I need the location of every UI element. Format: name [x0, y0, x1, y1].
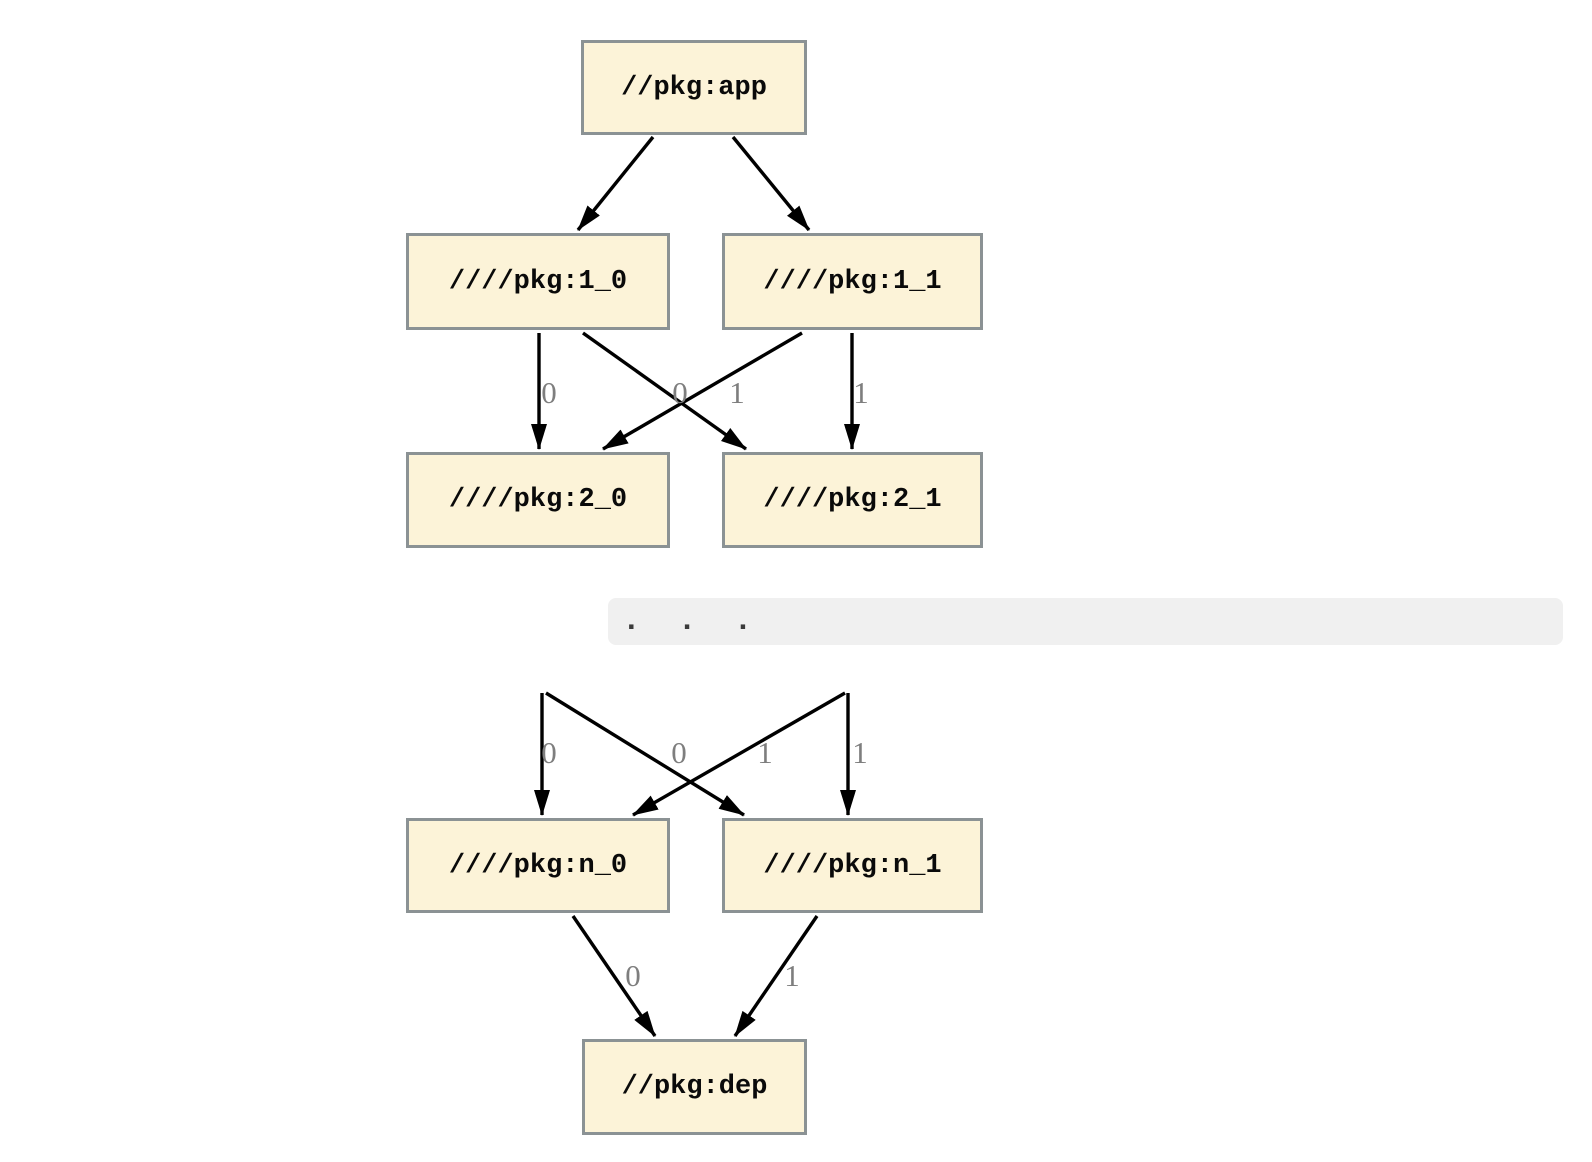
node-pkg-n_0-label: ////pkg:n_0 [448, 850, 628, 881]
edge-left-to-n_1 [545, 691, 745, 817]
edge-label-1_1-2_1: 1 [853, 375, 869, 410]
edge-app-to-1_0 [576, 135, 655, 232]
edge-1_0-to-2_1 [582, 331, 747, 451]
node-pkg-app-label: //pkg:app [621, 72, 767, 103]
edge-label-1_0-2_1: 1 [729, 375, 745, 410]
edge-n_0-to-dep [571, 915, 657, 1037]
edge-label-left-n_0: 0 [541, 735, 557, 770]
node-pkg-2_0: ////pkg:2_0 [406, 452, 670, 548]
ellipsis-text: . . . [622, 604, 753, 639]
edge-label-1_0-2_0: 0 [541, 375, 557, 410]
node-pkg-dep: //pkg:dep [582, 1039, 807, 1135]
node-pkg-2_1: ////pkg:2_1 [722, 452, 983, 548]
node-pkg-2_0-label: ////pkg:2_0 [448, 485, 628, 515]
node-pkg-n_0: ////pkg:n_0 [406, 818, 670, 913]
node-pkg-n_1: ////pkg:n_1 [722, 818, 983, 913]
node-pkg-2_1-label: ////pkg:2_1 [763, 485, 942, 515]
node-pkg-1_1-label: ////pkg:1_1 [763, 266, 942, 297]
edge-label-right-n_1: 1 [852, 735, 868, 770]
edge-label-n_1-dep: 1 [784, 958, 800, 993]
ellipsis-band: . . . [608, 598, 1563, 645]
node-pkg-1_0: ////pkg:1_0 [406, 233, 670, 330]
node-pkg-app: //pkg:app [581, 40, 807, 135]
node-pkg-1_1: ////pkg:1_1 [722, 233, 983, 330]
edge-n_1-to-dep [733, 915, 819, 1037]
edge-label-right-n_0: 0 [671, 735, 687, 770]
node-pkg-1_0-label: ////pkg:1_0 [448, 266, 628, 297]
edge-1_1-to-2_0 [602, 331, 803, 451]
edge-label-left-n_1: 1 [757, 735, 773, 770]
edge-label-n_0-dep: 0 [625, 958, 641, 993]
edge-app-to-1_1 [731, 135, 811, 232]
node-pkg-dep-label: //pkg:dep [621, 1072, 768, 1102]
edge-right-to-n_0 [632, 691, 846, 817]
edge-label-1_1-2_0: 0 [672, 375, 688, 410]
node-pkg-n_1-label: ////pkg:n_1 [763, 850, 942, 881]
